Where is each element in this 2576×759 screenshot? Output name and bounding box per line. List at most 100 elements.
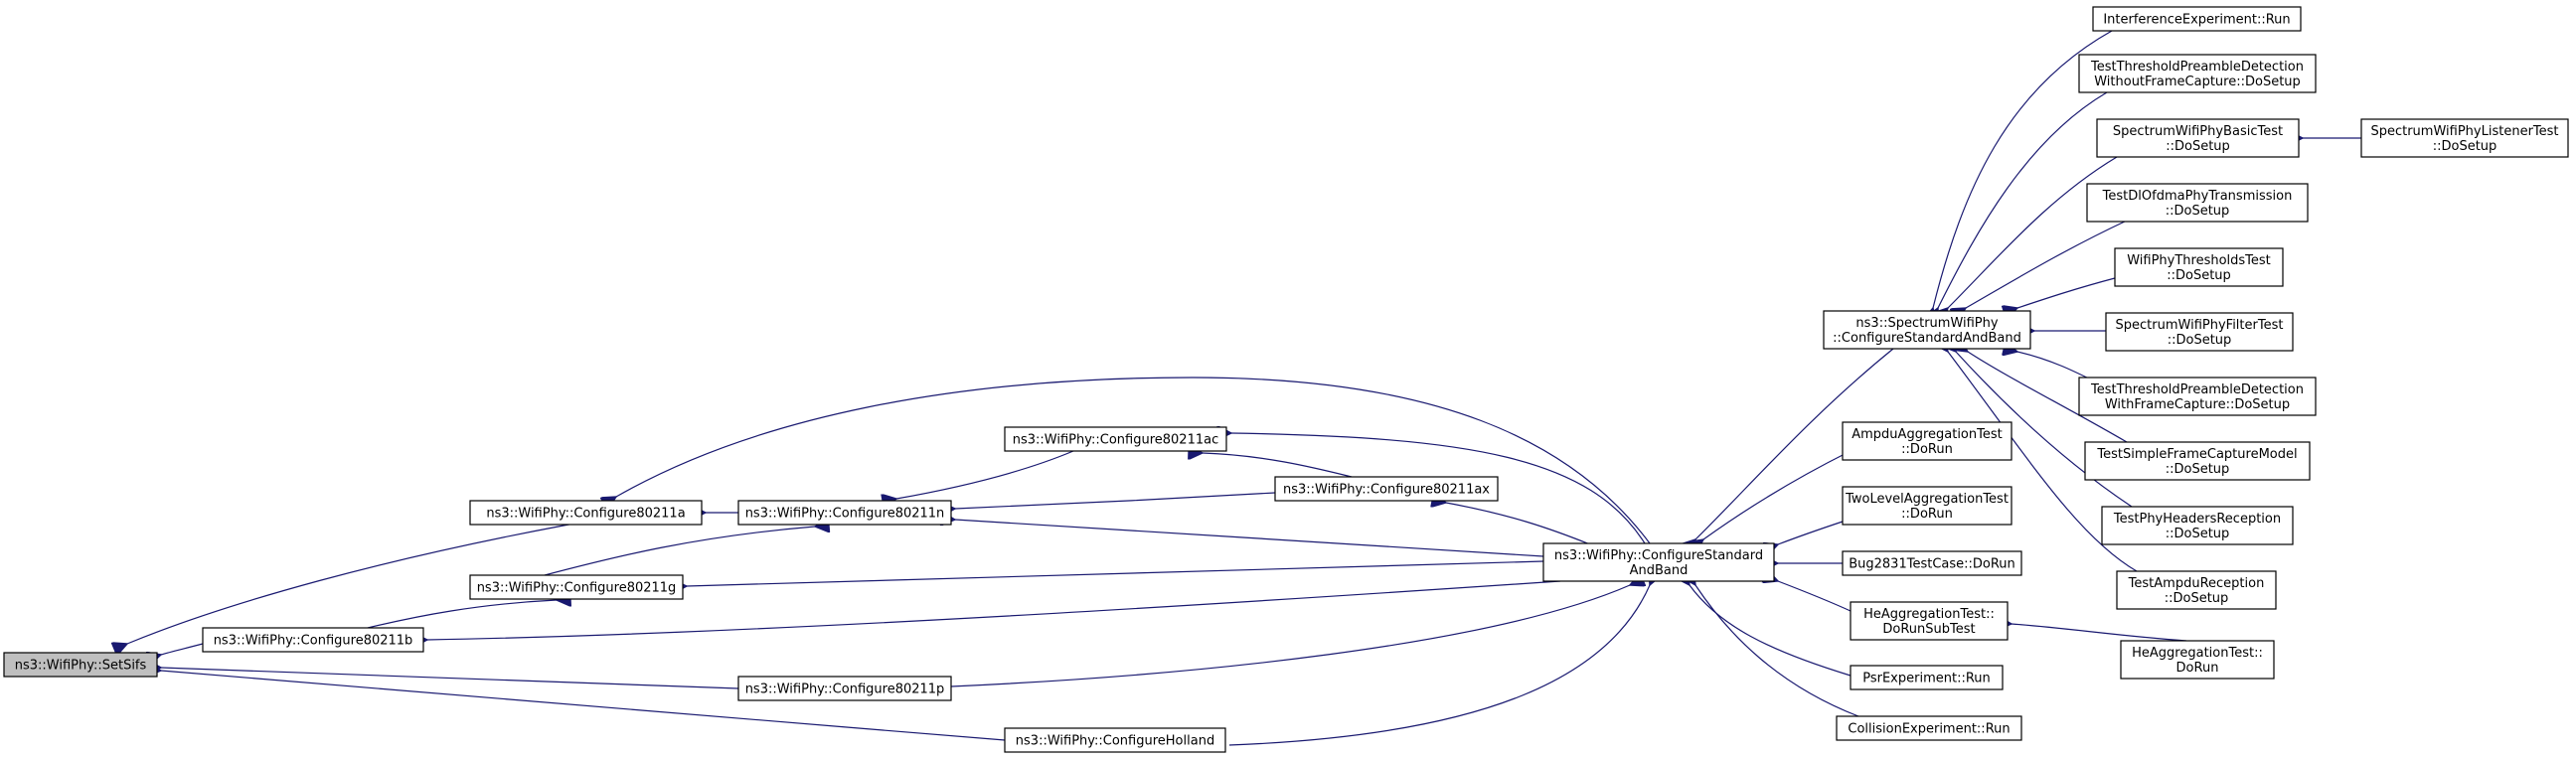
edge-csab-to-c11n <box>955 520 1544 557</box>
node-label: TwoLevelAggregationTest <box>1845 492 2009 507</box>
node-c11a[interactable]: ns3::WifiPhy::Configure80211a <box>469 500 703 526</box>
node-tampdu[interactable]: TestAmpduReception::DoSetup <box>2116 570 2277 610</box>
node-label: TestSimpleFrameCaptureModel <box>2096 447 2297 462</box>
node-label: ns3::WifiPhy::Configure80211a <box>486 507 685 522</box>
node-label: ::DoRun <box>1901 507 1953 522</box>
edge-c11b-to-setsifs <box>161 643 204 655</box>
node-box <box>2092 6 2302 32</box>
node-c11ac[interactable]: ns3::WifiPhy::Configure80211ac <box>1004 426 1227 452</box>
node-swpft[interactable]: SpectrumWifiPhyFilterTest::DoSetup <box>2105 312 2294 352</box>
node-box <box>1836 715 2022 741</box>
edge-c11a-to-setsifs <box>127 514 625 644</box>
edge-interf-to-scsab <box>1933 30 2113 308</box>
edge-c11g-to-c11b <box>367 600 557 629</box>
node-box <box>202 627 424 653</box>
node-box <box>1842 550 2022 576</box>
node-label: AmpduAggregationTest <box>1852 427 2002 442</box>
node-box <box>1850 665 2004 690</box>
node-swpbt[interactable]: SpectrumWifiPhyBasicTest::DoSetup <box>2096 118 2300 158</box>
node-setsifs[interactable]: ns3::WifiPhy::SetSifs <box>3 652 158 678</box>
edge-swpbt-to-scsab <box>1948 156 2118 308</box>
node-c11b[interactable]: ns3::WifiPhy::Configure80211b <box>202 627 424 653</box>
node-label: PsrExperiment::Run <box>1862 672 1991 686</box>
node-box <box>1842 486 2012 526</box>
node-wpthr[interactable]: WifiPhyThresholdsTest::DoSetup <box>2114 247 2284 287</box>
node-label: ns3::WifiPhy::Configure80211g <box>477 581 677 596</box>
node-box <box>2096 118 2300 158</box>
node-label: ::DoSetup <box>2166 204 2230 219</box>
node-label: TestThresholdPreambleDetection <box>2090 382 2304 397</box>
node-label: ns3::WifiPhy::Configure80211ac <box>1013 433 1218 448</box>
edge-c11ax-to-c11n <box>955 492 1276 509</box>
node-label: TestAmpduReception <box>2128 576 2265 591</box>
node-box <box>469 500 703 526</box>
edge-twolvl-to-csab <box>1778 521 1844 544</box>
node-ampdu[interactable]: AmpduAggregationTest::DoRun <box>1842 421 2012 461</box>
node-c11p[interactable]: ns3::WifiPhy::Configure80211p <box>737 676 952 701</box>
node-label: InterferenceExperiment::Run <box>2103 13 2290 28</box>
node-label: ::DoSetup <box>2433 139 2497 154</box>
node-label: ns3::WifiPhy::ConfigureStandard <box>1554 548 1763 563</box>
node-box <box>2105 312 2294 352</box>
node-swplt[interactable]: SpectrumWifiPhyListenerTest::DoSetup <box>2360 118 2569 158</box>
node-box <box>1842 421 2012 461</box>
node-label: ::DoSetup <box>2168 333 2232 348</box>
edge-csab-to-c11a <box>616 377 1651 544</box>
node-c11ax[interactable]: ns3::WifiPhy::Configure80211ax <box>1274 476 1499 502</box>
node-c11n[interactable]: ns3::WifiPhy::Configure80211n <box>737 500 952 526</box>
node-heagg2[interactable]: HeAggregationTest::DoRun <box>2120 640 2275 680</box>
nodes-layer: ns3::WifiPhy::SetSifsns3::WifiPhy::Confi… <box>3 6 2569 753</box>
node-box <box>1542 542 1775 582</box>
node-label: ns3::WifiPhy::Configure80211ax <box>1283 483 1490 498</box>
node-box <box>1274 476 1499 502</box>
node-chol[interactable]: ns3::WifiPhy::ConfigureHolland <box>1004 727 1226 753</box>
edge-ampdu-to-csab <box>1703 451 1850 539</box>
node-heagg[interactable]: HeAggregationTest::DoRunSubTest <box>1850 601 2009 641</box>
node-ttpd1[interactable]: TestThresholdPreambleDetectionWithoutFra… <box>2078 54 2317 93</box>
node-box <box>737 676 952 701</box>
node-box <box>2101 506 2294 545</box>
node-box <box>2078 377 2317 416</box>
node-c11g[interactable]: ns3::WifiPhy::Configure80211g <box>469 574 684 600</box>
node-label: DoRunSubTest <box>1882 622 1975 637</box>
node-twolvl[interactable]: TwoLevelAggregationTest::DoRun <box>1842 486 2012 526</box>
node-coll[interactable]: CollisionExperiment::Run <box>1836 715 2022 741</box>
edge-tsfcm-to-scsab <box>1968 352 2128 443</box>
node-ttpd2[interactable]: TestThresholdPreambleDetectionWithFrameC… <box>2078 377 2317 416</box>
node-tdlofdma[interactable]: TestDlOfdmaPhyTransmission::DoSetup <box>2086 183 2309 223</box>
node-box <box>737 500 952 526</box>
node-label: TestThresholdPreambleDetection <box>2090 60 2304 75</box>
edge-heagg2-to-heagg <box>2012 624 2187 642</box>
node-label: TestDlOfdmaPhyTransmission <box>2102 189 2293 204</box>
node-tsfcm[interactable]: TestSimpleFrameCaptureModel::DoSetup <box>2084 441 2311 481</box>
node-csab[interactable]: ns3::WifiPhy::ConfigureStandardAndBand <box>1542 542 1775 582</box>
node-psr[interactable]: PsrExperiment::Run <box>1850 665 2004 690</box>
node-interf[interactable]: InterferenceExperiment::Run <box>2092 6 2302 32</box>
node-box <box>1850 601 2009 641</box>
node-label: HeAggregationTest:: <box>1863 607 1995 622</box>
edge-csab-to-c11ax <box>1446 503 1591 545</box>
node-label: SpectrumWifiPhyFilterTest <box>2116 318 2284 333</box>
edge-coll-to-csab <box>1695 585 1859 717</box>
node-label: ns3::WifiPhy::Configure80211p <box>745 683 945 697</box>
edge-wpthr-to-scsab <box>2017 277 2116 308</box>
node-label: CollisionExperiment::Run <box>1848 722 2010 737</box>
node-bug[interactable]: Bug2831TestCase::DoRun <box>1842 550 2022 576</box>
node-box <box>2114 247 2284 287</box>
node-box <box>2120 640 2275 680</box>
edge-heagg-to-csab <box>1778 581 1852 612</box>
node-label: SpectrumWifiPhyListenerTest <box>2370 124 2558 139</box>
edge-chol-to-setsifs <box>161 671 1006 741</box>
edge-scsab-to-csab <box>1695 348 1894 539</box>
node-box <box>3 652 158 678</box>
node-scsab[interactable]: ns3::SpectrumWifiPhy::ConfigureStandardA… <box>1823 310 2031 350</box>
edge-c11n-to-c11g <box>544 527 815 576</box>
node-box <box>1004 426 1227 452</box>
node-label: ::DoRun <box>1901 442 1953 457</box>
edge-csab-to-c11b <box>427 580 1561 640</box>
node-tphr[interactable]: TestPhyHeadersReception::DoSetup <box>2101 506 2294 545</box>
edge-chol-to-csab <box>1228 585 1650 746</box>
node-label: ::DoSetup <box>2166 462 2230 477</box>
node-box <box>2084 441 2311 481</box>
node-label: DoRun <box>2176 661 2219 676</box>
